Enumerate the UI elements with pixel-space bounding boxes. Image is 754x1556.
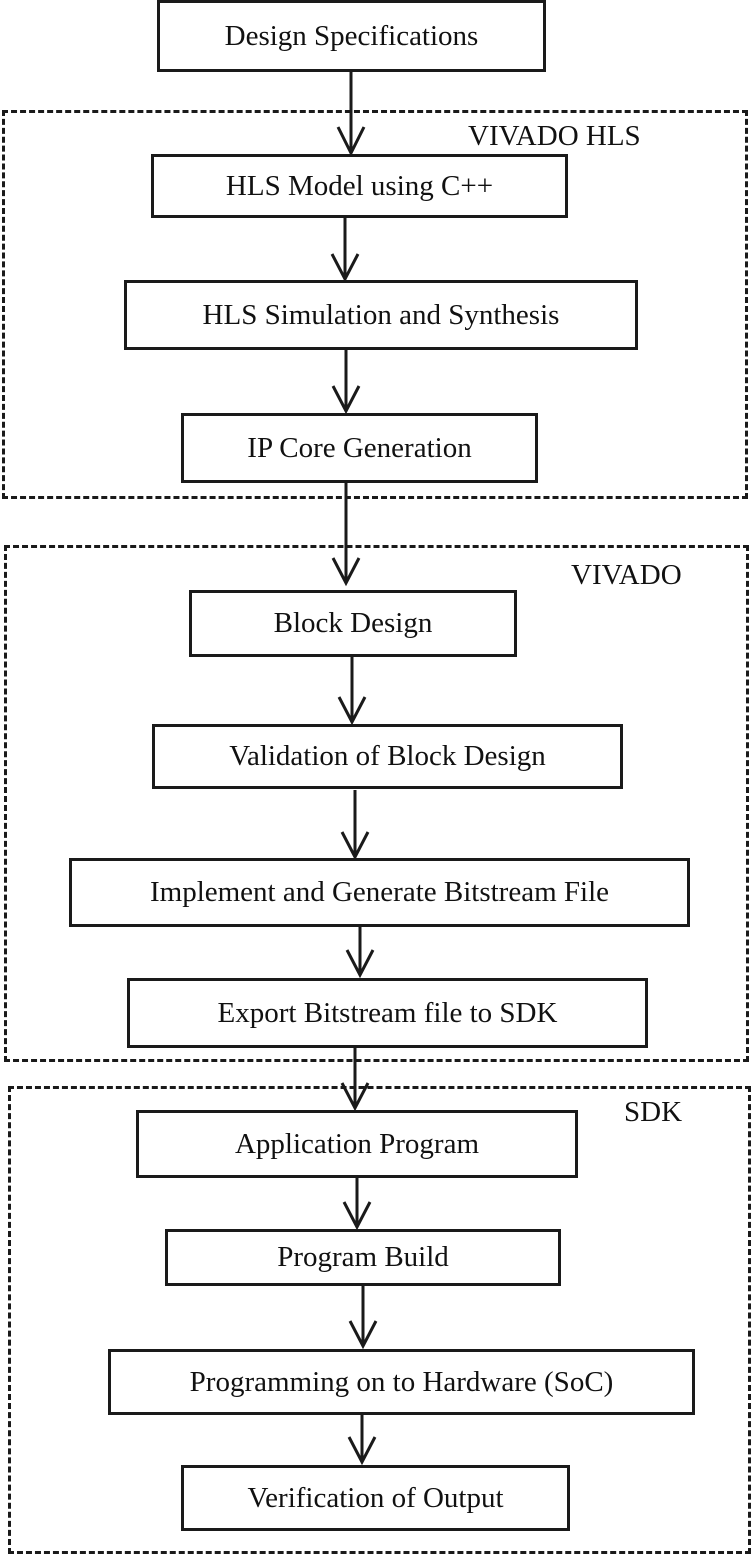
step-export-bitstream: Export Bitstream file to SDK [127, 978, 648, 1048]
step-implement-bitstream: Implement and Generate Bitstream File [69, 858, 690, 927]
step-hls-model: HLS Model using C++ [151, 154, 568, 218]
arrow-ip-core-to-block-design [331, 482, 361, 587]
arrow-hls-model-to-simulation [330, 218, 360, 283]
step-application-program: Application Program [136, 1110, 578, 1178]
arrow-application-to-build [342, 1177, 372, 1231]
arrow-validation-to-implement [340, 790, 370, 861]
step-program-build: Program Build [165, 1229, 561, 1286]
arrow-programming-to-verification [347, 1414, 377, 1466]
arrow-block-design-to-validation [337, 656, 367, 726]
step-hls-simulation-synthesis: HLS Simulation and Synthesis [124, 280, 638, 350]
group-label-vivado-hls: VIVADO HLS [468, 120, 641, 152]
group-vivado [4, 545, 749, 1062]
step-programming-hardware: Programming on to Hardware (SoC) [108, 1349, 695, 1415]
step-design-specifications: Design Specifications [157, 0, 546, 72]
group-vivado-hls [2, 110, 748, 499]
group-sdk [8, 1086, 751, 1554]
group-label-vivado: VIVADO [571, 559, 682, 591]
arrow-simulation-to-ip-core [331, 349, 361, 415]
step-validation-block-design: Validation of Block Design [152, 724, 623, 789]
arrow-build-to-programming [348, 1284, 378, 1350]
arrow-specs-to-hls-model [336, 70, 366, 157]
step-block-design: Block Design [189, 590, 517, 657]
step-ip-core-generation: IP Core Generation [181, 413, 538, 483]
group-label-sdk: SDK [624, 1096, 683, 1128]
arrow-export-to-application [340, 1047, 370, 1112]
step-verification-output: Verification of Output [181, 1465, 570, 1531]
arrow-implement-to-export [345, 925, 375, 979]
